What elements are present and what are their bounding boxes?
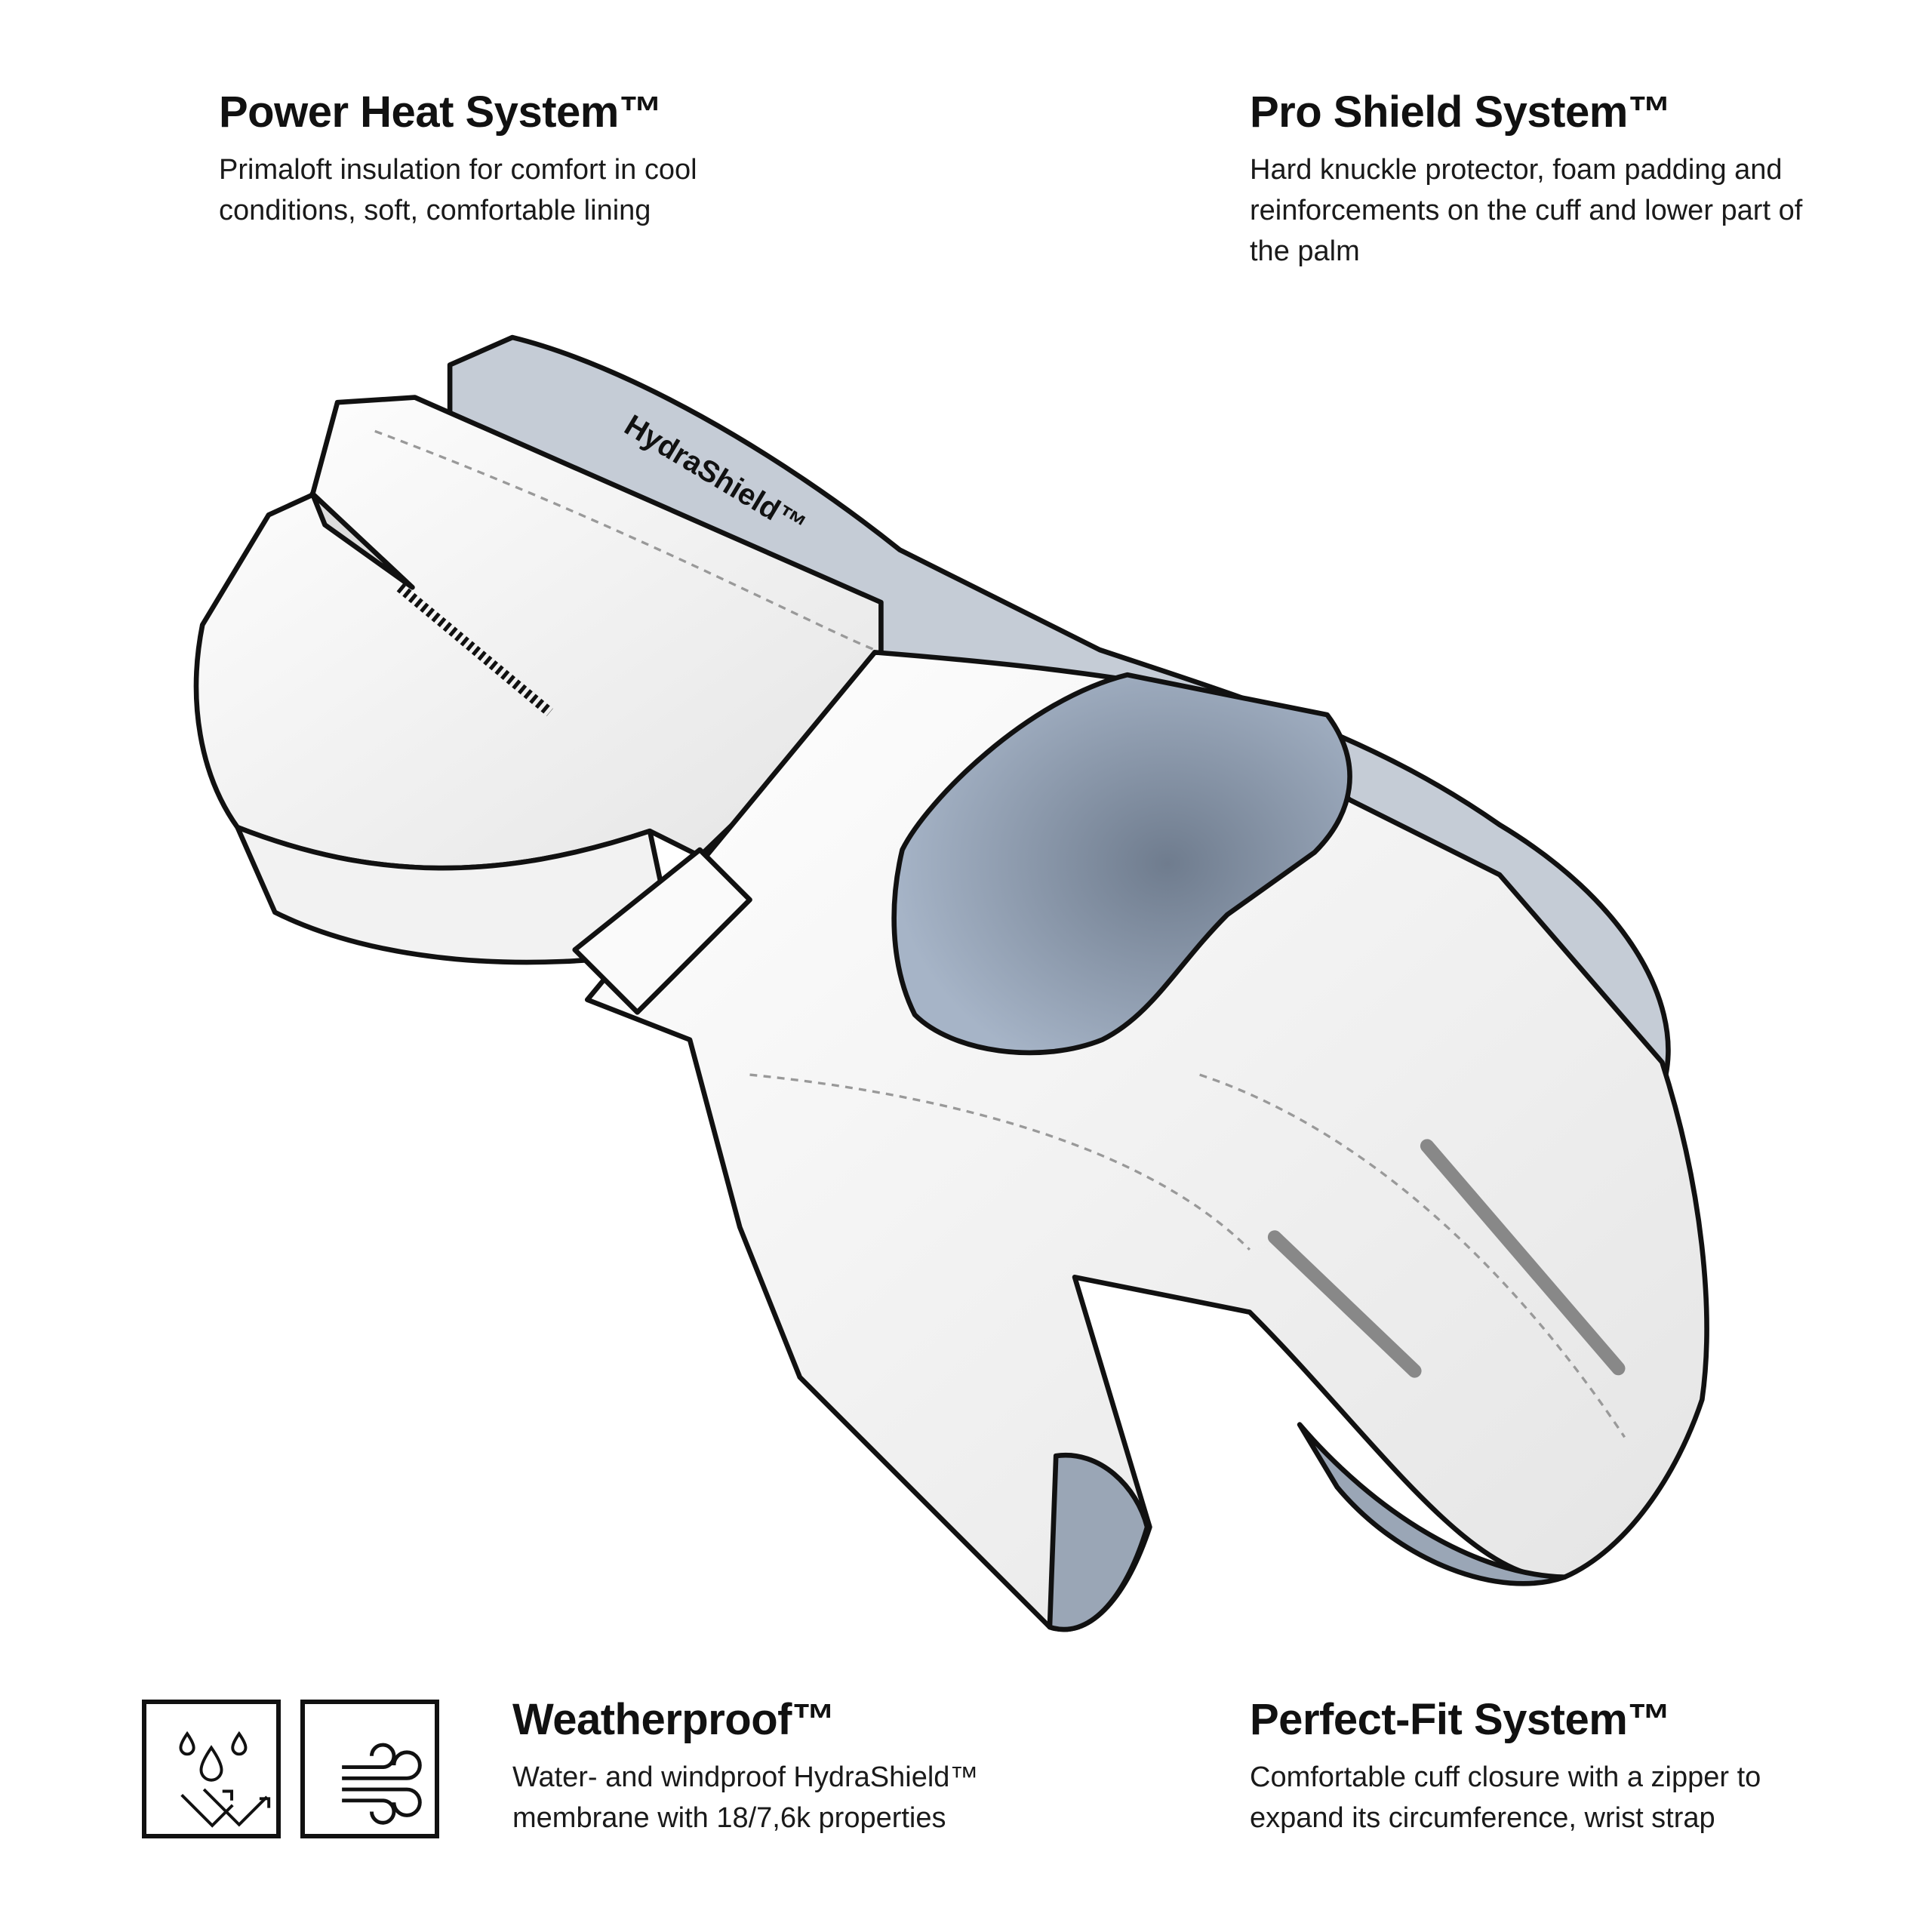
feature-description: Primaloft insulation for comfort in cool…	[219, 154, 697, 226]
windproof-icon	[300, 1700, 439, 1838]
feature-perfect-fit: Perfect-Fit System™ Comfortable cuff clo…	[1250, 1694, 1899, 1838]
waterproof-icon	[142, 1700, 281, 1838]
feature-description: Hard knuckle protector, foam padding and…	[1250, 154, 1803, 267]
thumb-tip	[1047, 1452, 1150, 1632]
finger-tip	[1297, 1422, 1567, 1586]
feature-pro-shield: Pro Shield System™ Hard knuckle protecto…	[1250, 86, 1869, 272]
feature-power-heat: Power Heat System™ Primaloft insulation …	[219, 86, 838, 231]
wrist-strap	[572, 847, 752, 1015]
feature-title: Pro Shield System™	[1250, 88, 1672, 137]
knuckle-protector	[891, 672, 1352, 1056]
feature-title: Perfect-Fit System™	[1250, 1695, 1671, 1744]
feature-description: Comfortable cuff closure with a zipper t…	[1250, 1761, 1761, 1834]
feature-title: Weatherproof™	[512, 1695, 835, 1744]
reflective-strip	[1267, 1230, 1422, 1378]
feature-weatherproof: Weatherproof™ Water- and windproof Hydra…	[512, 1694, 1131, 1838]
feature-description: Water- and windproof HydraShield™ membra…	[512, 1761, 979, 1834]
reflective-strip	[1420, 1139, 1626, 1376]
feature-title: Power Heat System™	[219, 88, 663, 137]
